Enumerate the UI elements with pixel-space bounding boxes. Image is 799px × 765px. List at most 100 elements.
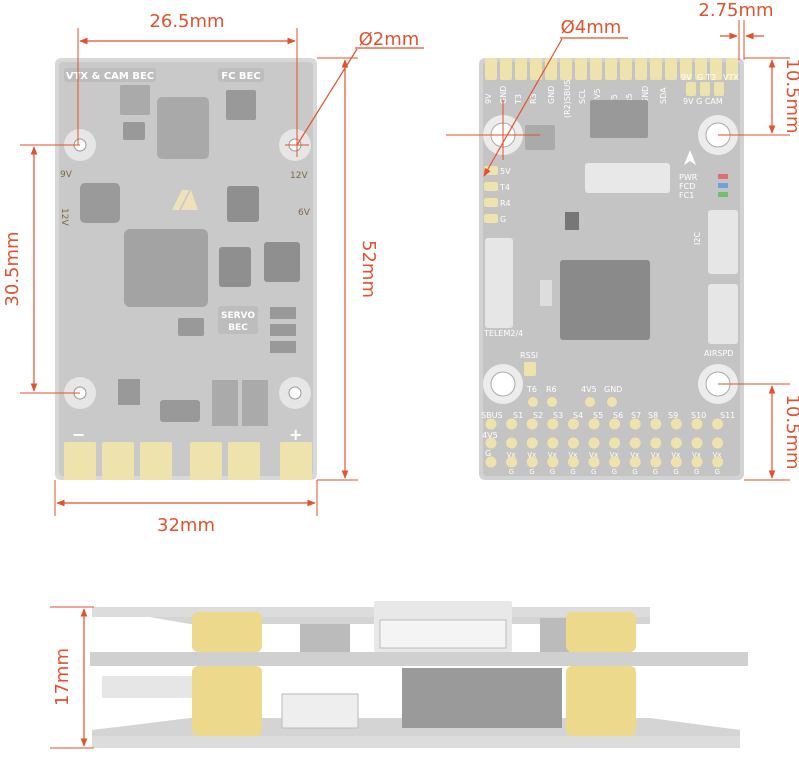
servo-pin-pad <box>609 456 621 468</box>
servo-pin-pad <box>567 418 579 430</box>
left-board-dimensions: 26.5mm Ø2mm 30.5mm 52mm 32mm <box>2 11 424 536</box>
led-fcd: FCD <box>679 182 695 191</box>
servo-pin-pad <box>588 456 600 468</box>
servo-col-label: S6 <box>613 411 623 420</box>
servo-pin-pad <box>712 418 724 430</box>
standoff-right-top <box>566 612 636 652</box>
dim-hole-small: Ø2mm <box>359 29 420 50</box>
servo-pin-pad <box>567 437 579 449</box>
pin-label: GND <box>641 86 650 104</box>
servo-col-label: S9 <box>668 411 678 420</box>
telem-label: TELEM2/4 <box>483 329 523 338</box>
pin-label: R3 <box>529 93 538 104</box>
servo-col-label: SBUS <box>481 411 503 420</box>
brand-logo <box>172 190 189 210</box>
i2c-connector <box>708 210 738 274</box>
servo-pin-pad <box>588 418 600 430</box>
v4v5-label: 4V5 <box>581 385 597 394</box>
g-label: G <box>570 468 575 476</box>
servo-pin-pad <box>691 437 703 449</box>
servo-pin-pad <box>526 456 538 468</box>
gnd-label: GND <box>604 385 622 394</box>
g-label: G <box>591 468 596 476</box>
pin-label: (R2)SBUS <box>563 80 572 118</box>
volt-6v: 6V <box>298 208 311 218</box>
servo-pin-pad <box>670 437 682 449</box>
top-pin-labels: 9V GND T3 R3 GND (R2)SBUS 4V5 T5 R5 GND … <box>484 73 739 118</box>
right-board: 9V GND T3 R3 GND (R2)SBUS 4V5 T5 R5 GND … <box>479 58 744 480</box>
standoff-left-top <box>192 612 262 652</box>
g-label: G <box>653 468 658 476</box>
servo-pin-pad <box>629 418 641 430</box>
g-label: G <box>529 468 534 476</box>
servo-pin-pad <box>650 456 662 468</box>
servo-col-label: S1 <box>513 411 523 420</box>
servo-pin-pad <box>526 418 538 430</box>
airspd-label: AIRSPD <box>704 349 733 358</box>
standoff-right-bottom <box>566 666 636 736</box>
vx-label: Vx <box>568 451 577 459</box>
vx-label: Vx <box>610 451 619 459</box>
vx-label: Vx <box>651 451 660 459</box>
rssi-label: RSSI <box>520 351 538 360</box>
servo-pin-pad <box>485 437 497 449</box>
dim-stack-height: 17mm <box>52 648 73 706</box>
servo-pin-pad <box>629 437 641 449</box>
servo-col-label: S4 <box>573 411 583 420</box>
side-view-stack <box>90 601 748 748</box>
brand-logo-small <box>684 150 696 165</box>
servo-pin-pad <box>485 456 497 468</box>
pin-label: R5 <box>625 93 634 104</box>
g-label: G <box>694 468 699 476</box>
servo-pin-pad <box>712 437 724 449</box>
dim-right-bottom: 10.5mm <box>782 394 799 469</box>
pin-label: 9V <box>484 93 493 104</box>
g-label: G <box>550 468 555 476</box>
pin-label: 9V <box>681 73 692 82</box>
servo-pin-pad <box>650 437 662 449</box>
vx-label: Vx <box>692 451 701 459</box>
r6-label: R6 <box>546 385 557 394</box>
volt-12v-left: 12V <box>59 208 69 226</box>
right-board-dimensions: Ø4mm 2.75mm 10.5mm 10.5mm <box>446 0 799 481</box>
dim-edge-offset: 2.75mm <box>698 0 773 21</box>
servo-pin-pad <box>650 418 662 430</box>
g-label: G <box>509 468 514 476</box>
servo-pin-pad <box>691 418 703 430</box>
pin-label: T5 <box>610 94 619 105</box>
servo-header: SBUS S1 S2 S3 S4 S5 S6 S7 S8 S9 S10 S11 … <box>481 411 735 458</box>
servo-pin-pad <box>609 418 621 430</box>
t6-label: T6 <box>526 385 537 394</box>
servo-col-label: S11 <box>720 411 735 420</box>
usb-port <box>281 693 359 729</box>
servo-col-label: S3 <box>553 411 563 420</box>
servo-col-label: S10 <box>691 411 706 420</box>
pin-label: T3 <box>514 94 523 105</box>
dim-board-height: 52mm <box>358 240 379 298</box>
servo-bec-line2: BEC <box>228 323 248 333</box>
servo-col-label: S7 <box>631 411 641 420</box>
connector-top <box>585 163 670 193</box>
side-pin-t4: T4 <box>499 183 510 192</box>
airspd-connector <box>708 284 738 344</box>
minus-sign: − <box>72 425 85 444</box>
pin-label: SDA <box>659 87 668 104</box>
pin-label: SCL <box>578 88 587 104</box>
dim-board-width: 32mm <box>157 515 215 536</box>
vx-label: Vx <box>527 451 536 459</box>
plus-sign: + <box>289 425 302 444</box>
servo-pin-pad <box>670 418 682 430</box>
left-board: VTX & CAM BEC FC BEC SERVO BEC 9V 12V 12… <box>55 58 317 480</box>
vx-label: Vx <box>630 451 639 459</box>
vtx-bec-label: VTX & CAM BEC <box>66 71 154 82</box>
servo-pin-pad <box>485 418 497 430</box>
i2c-label: I2C <box>693 232 702 245</box>
fc-bec-label: FC BEC <box>221 71 260 82</box>
servo-col-label: S8 <box>648 411 658 420</box>
pin-label: 4V5 <box>593 88 602 104</box>
volt-12v-right: 12V <box>290 171 308 181</box>
power-pad <box>64 442 96 480</box>
side-pin-5v: 5V <box>500 167 511 176</box>
g-label: G <box>673 468 678 476</box>
pin-label: GND <box>499 86 508 104</box>
